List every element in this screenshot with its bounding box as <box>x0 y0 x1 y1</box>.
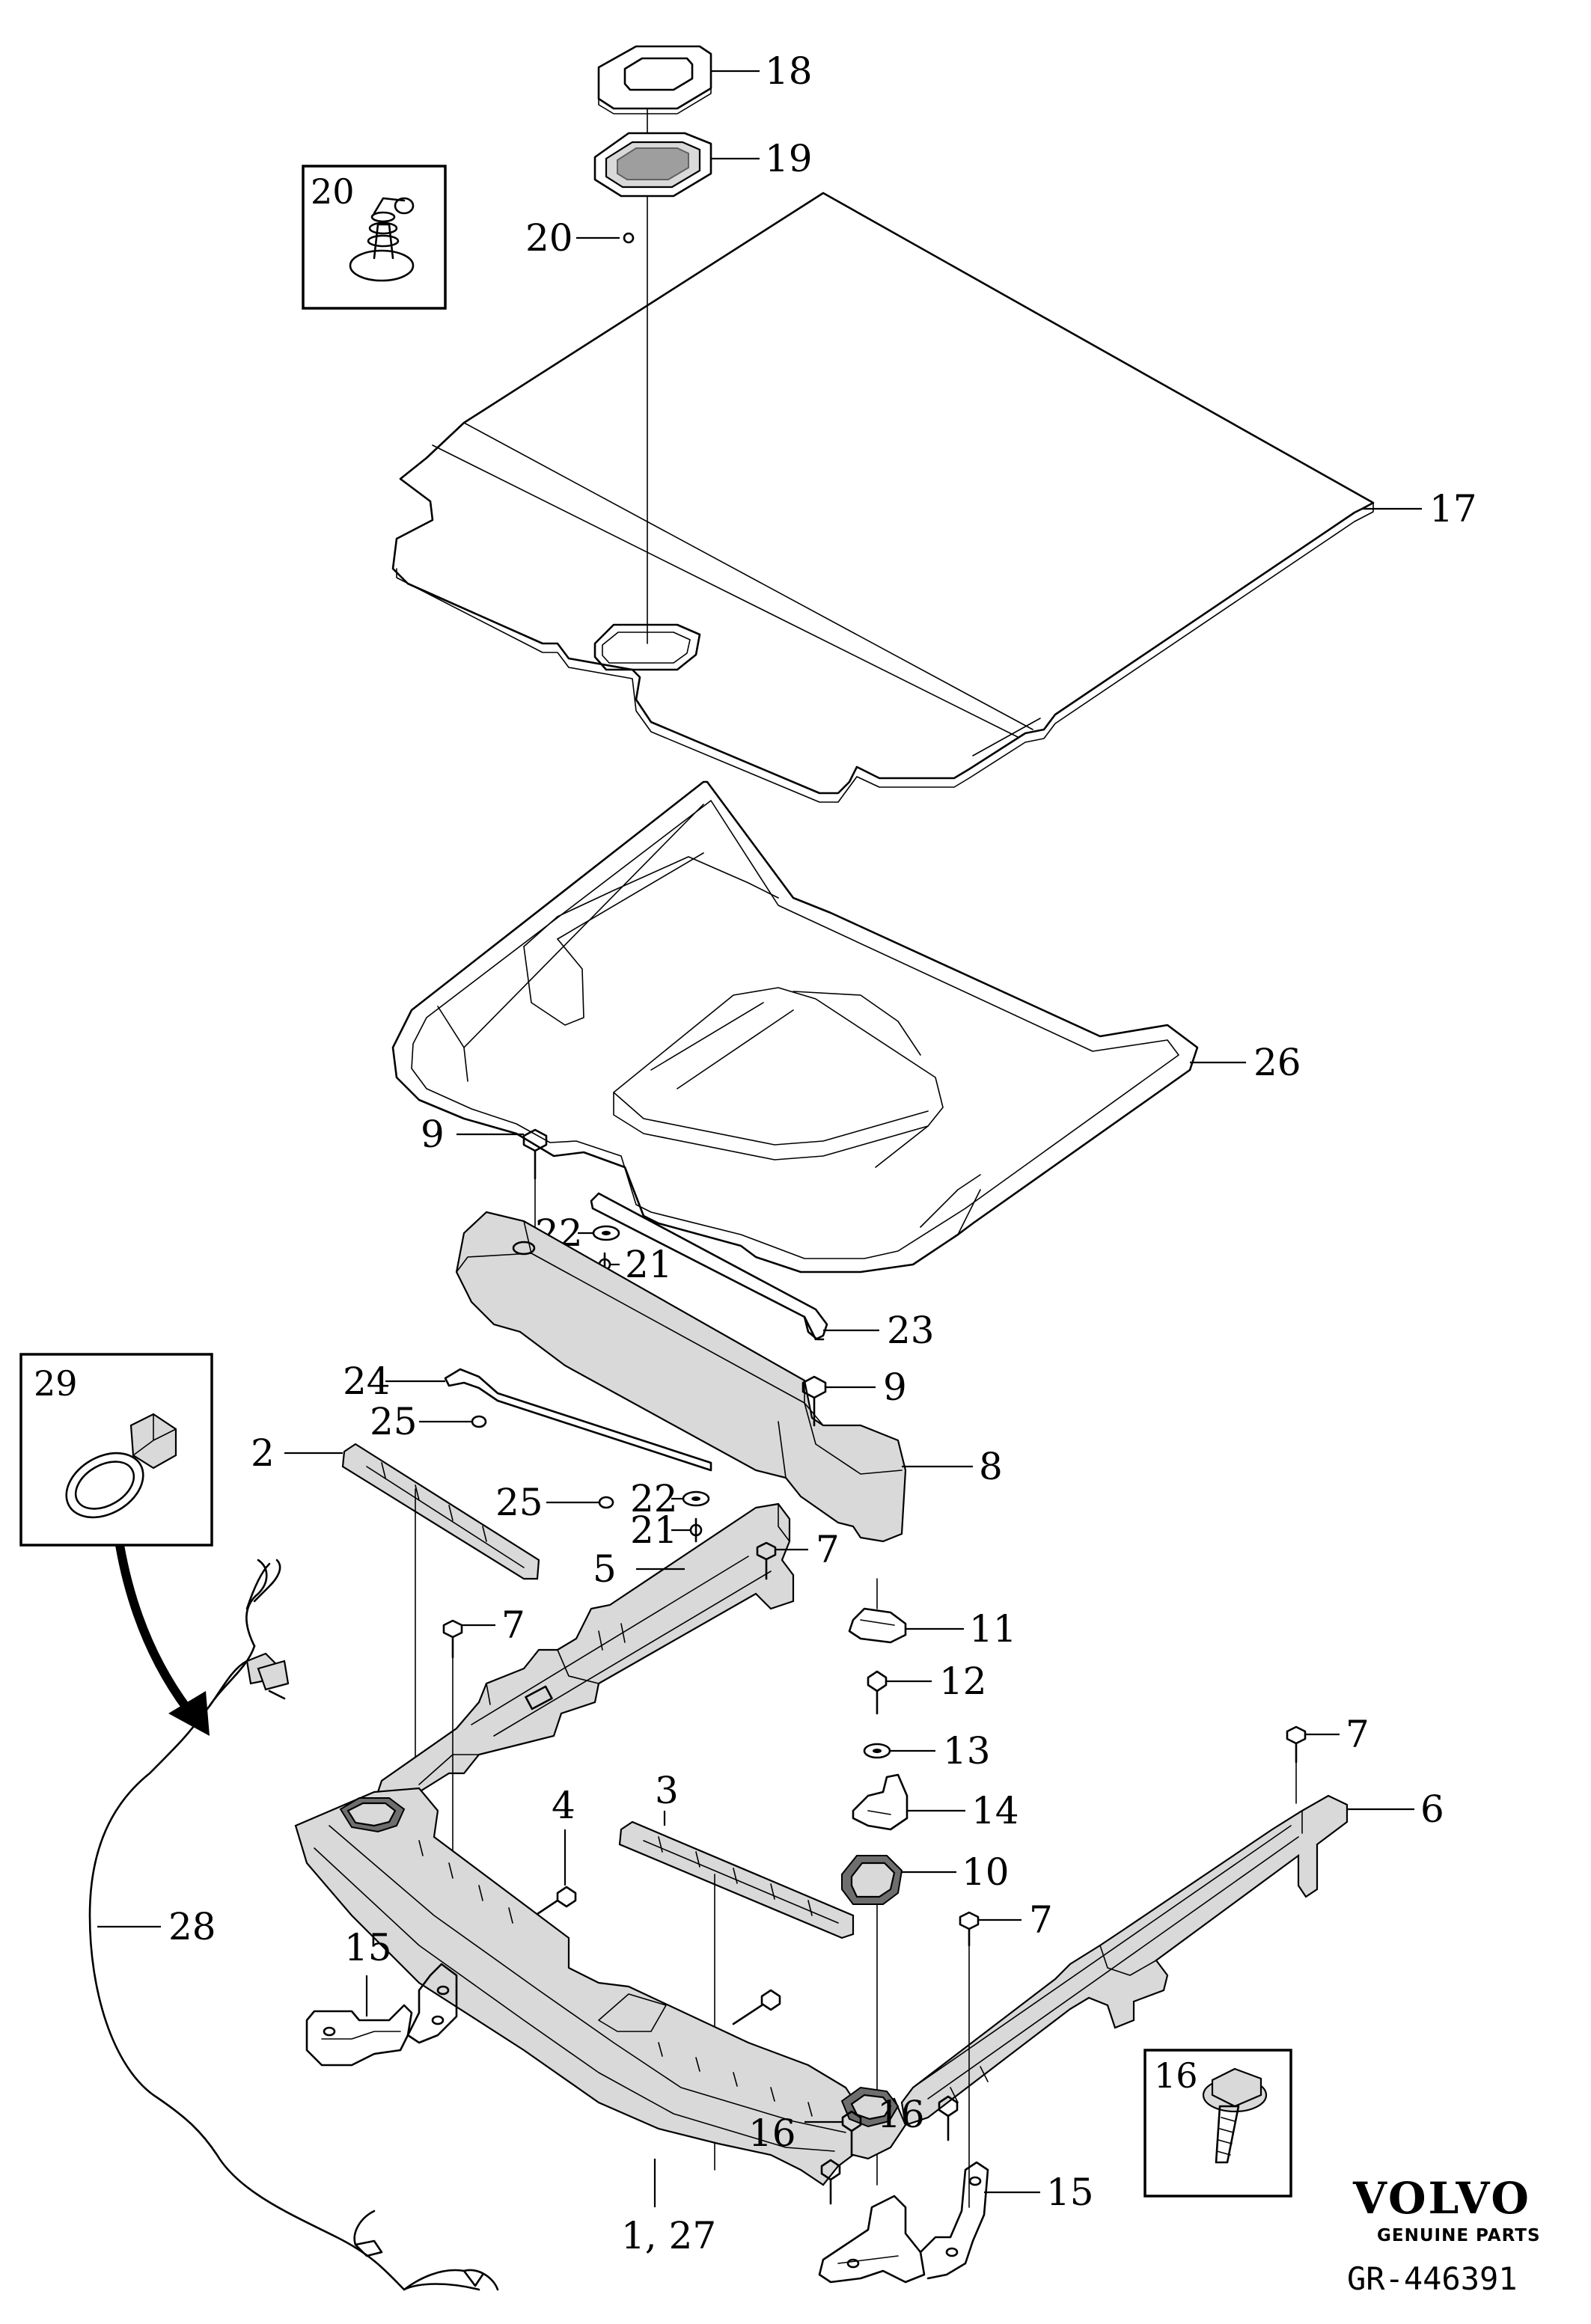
part-2-trim-strip <box>341 1443 540 1580</box>
part-15-bracket-left <box>305 1963 458 2067</box>
callout-19: 19 <box>765 137 813 180</box>
volvo-logo: VOLVO <box>1352 2173 1531 2224</box>
part-21-nut-lower <box>689 1517 703 1543</box>
callout-24: 24 <box>343 1360 391 1403</box>
callout-21b: 21 <box>630 1508 678 1552</box>
part-7-screw-b <box>442 1619 463 1659</box>
callout-4: 4 <box>552 1784 575 1827</box>
callout-8: 8 <box>979 1445 1003 1488</box>
callout-25b: 25 <box>495 1481 543 1524</box>
part-16-screw-a <box>841 2110 862 2156</box>
callout-26: 26 <box>1253 1041 1301 1084</box>
callout-10: 10 <box>962 1850 1010 1894</box>
part-8-foam-block <box>455 1211 907 1543</box>
reference-number: GR-446391 <box>1347 2260 1518 2297</box>
part-7-screw-d <box>959 1911 980 1947</box>
part-25-plug-upper <box>471 1415 487 1428</box>
part-16-screw-c <box>938 2095 959 2141</box>
part-7-screw-a <box>756 1541 777 1580</box>
callout-25a: 25 <box>370 1400 418 1443</box>
callout-7c: 7 <box>1346 1713 1369 1756</box>
callout-9a: 9 <box>421 1113 445 1156</box>
callout-6: 6 <box>1420 1788 1444 1831</box>
callout-16b: 16 <box>877 2093 925 2136</box>
detail-box-16: 16 <box>1143 2049 1292 2198</box>
callout-28: 28 <box>168 1905 216 1948</box>
part-10-cap <box>841 1855 903 1905</box>
part-15-bracket-right <box>818 2161 989 2284</box>
part-6-right-rail <box>900 1794 1349 2126</box>
callout-15a: 15 <box>344 1926 392 1969</box>
part-19-plate <box>593 132 712 198</box>
callout-2: 2 <box>251 1431 275 1475</box>
part-3-trim-strip <box>618 1820 855 1939</box>
part-1-27-sill-panel <box>294 1787 907 2186</box>
callout-21a: 21 <box>625 1243 673 1286</box>
push-pin-icon <box>349 197 415 282</box>
callout-7a: 7 <box>816 1528 840 1571</box>
fastener-center-screw <box>732 1989 781 2025</box>
cable-tie-icon <box>65 1413 177 1519</box>
part-7-screw-c <box>1286 1725 1307 1764</box>
callout-22b: 22 <box>630 1477 678 1520</box>
bolt-icon <box>1202 2067 1268 2164</box>
detail-box-20-label: 20 <box>311 171 355 212</box>
detail-box-29: 29 <box>19 1353 213 1547</box>
part-5-left-rail <box>373 1502 795 1820</box>
part-17-floor-panel <box>391 192 1375 803</box>
part-18-grommet <box>597 45 712 114</box>
callout-11: 11 <box>969 1607 1017 1651</box>
callout-1-27: 1, 27 <box>621 2214 716 2257</box>
part-16-screw-b <box>820 2159 841 2205</box>
callout-18: 18 <box>765 49 813 93</box>
part-9-screw-upper <box>522 1128 548 1180</box>
part-26-trunk-tray <box>391 780 1199 1273</box>
part-24-rod <box>444 1368 712 1472</box>
detail-box-20: 20 <box>302 165 447 310</box>
callout-5: 5 <box>593 1547 617 1591</box>
part-22-washer-lower <box>682 1490 710 1507</box>
detail-box-29-label: 29 <box>34 1363 78 1404</box>
callout-16a: 16 <box>748 2112 796 2155</box>
callout-23: 23 <box>887 1309 935 1352</box>
callout-20: 20 <box>525 216 573 260</box>
callout-14: 14 <box>971 1789 1019 1832</box>
callout-12: 12 <box>939 1660 987 1703</box>
genuine-parts-label: GENUINE PARTS <box>1377 2226 1541 2245</box>
part-14-bracket <box>852 1773 909 1831</box>
callout-3: 3 <box>655 1769 679 1812</box>
callout-13: 13 <box>943 1729 991 1773</box>
callout-15b: 15 <box>1046 2171 1094 2214</box>
arrow-icon <box>115 1544 210 1736</box>
part-12-bolt <box>867 1670 888 1715</box>
part-23-strap <box>590 1192 828 1341</box>
part-9-screw-lower <box>801 1375 827 1427</box>
callout-7b: 7 <box>501 1603 525 1647</box>
part-22-washer-upper <box>592 1225 620 1241</box>
part-20-clip <box>623 232 635 244</box>
callout-9b: 9 <box>883 1366 907 1409</box>
callout-17: 17 <box>1429 487 1477 530</box>
part-25-plug-lower <box>598 1496 614 1509</box>
part-13-washer <box>863 1743 891 1759</box>
part-11-clip <box>848 1578 907 1644</box>
callout-7d: 7 <box>1029 1898 1053 1942</box>
detail-box-16-label: 16 <box>1154 2055 1198 2096</box>
part-28-wiring-harness <box>88 1559 499 2291</box>
